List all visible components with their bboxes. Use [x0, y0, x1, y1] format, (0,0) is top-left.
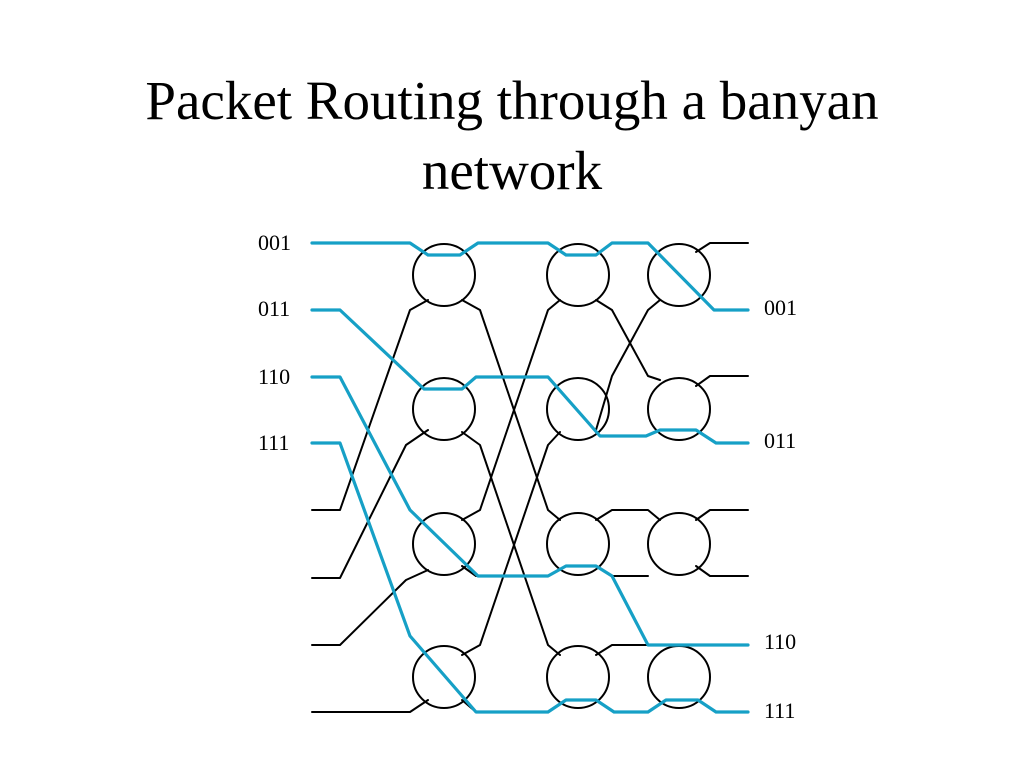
wire: [461, 431, 561, 656]
wire: [695, 565, 749, 577]
input-label-111: 111: [258, 430, 289, 455]
switch-s3-1: [647, 243, 711, 307]
output-label-011: 011: [764, 428, 796, 453]
title-line-2: network: [421, 140, 603, 201]
wire: [595, 509, 661, 521]
input-label-001: 001: [258, 230, 291, 255]
switch-elements: [412, 243, 711, 709]
switch-s2-2: [546, 377, 610, 441]
route-001: [310, 241, 750, 312]
wire: [311, 429, 429, 579]
black-wires: [311, 242, 749, 713]
switch-s2-1: [546, 243, 610, 307]
wire: [695, 509, 749, 521]
input-label-110: 110: [258, 364, 290, 389]
route-011: [310, 308, 750, 445]
wire: [461, 299, 561, 521]
wire: [311, 699, 429, 713]
wire: [311, 569, 429, 646]
wire: [595, 644, 649, 656]
switch-s2-4: [546, 645, 610, 709]
switch-s3-2: [647, 377, 711, 441]
switch-s1-1: [412, 243, 476, 307]
wire: [461, 299, 561, 521]
wire: [595, 299, 661, 381]
wire: [595, 299, 661, 431]
input-label-011: 011: [258, 296, 290, 321]
wire: [695, 242, 749, 253]
switch-s1-3: [412, 512, 476, 576]
switch-s1-2: [412, 377, 476, 441]
wire: [695, 375, 749, 387]
output-label-110: 110: [764, 629, 796, 654]
route-110: [310, 375, 750, 647]
wire: [311, 299, 429, 511]
routed-paths: [310, 241, 750, 714]
switch-s3-3: [647, 512, 711, 576]
output-label-001: 001: [764, 295, 797, 320]
route-111: [310, 441, 750, 714]
switch-s1-4: [412, 645, 476, 709]
title-line-1: Packet Routing through a banyan: [145, 70, 879, 131]
wire: [461, 431, 561, 656]
switch-s2-3: [546, 512, 610, 576]
slide-title: Packet Routing through a banyan network: [0, 66, 1024, 206]
output-label-111: 111: [764, 698, 795, 723]
